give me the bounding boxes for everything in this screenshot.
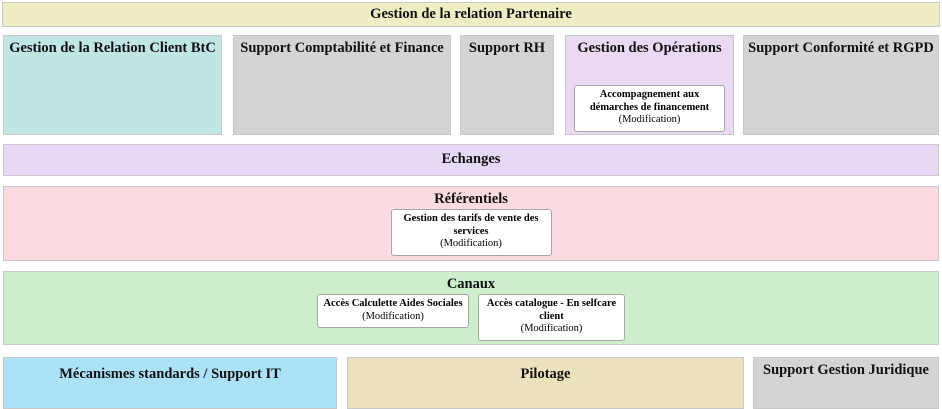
domain-box-label: Support Conformité et RGPD <box>748 40 934 56</box>
layer-band-label: Echanges <box>441 151 501 167</box>
layer-band-referentiels[interactable]: Référentiels Gestion des tarifs de vente… <box>3 186 939 261</box>
support-box-mecanismes-standards-support-it[interactable]: Mécanismes standards / Support IT <box>3 357 337 409</box>
header-band-gestion-de-la-relation-partenaire[interactable]: Gestion de la relation Partenaire <box>2 2 940 27</box>
capability-card-title: Accès catalogue - En selfcare client <box>486 298 617 322</box>
card-group: Accompagnement aux démarches de financem… <box>566 85 733 132</box>
capability-card-acces-calculette-aides-sociales[interactable]: Accès Calculette Aides Sociales (Modific… <box>317 294 469 328</box>
card-group: Gestion des tarifs de vente des services… <box>4 209 938 256</box>
card-group: Accès Calculette Aides Sociales (Modific… <box>4 294 938 341</box>
capability-card-acces-catalogue-en-selfcare-client[interactable]: Accès catalogue - En selfcare client (Mo… <box>478 294 625 341</box>
capability-card-title: Accompagnement aux démarches de financem… <box>589 89 710 113</box>
capability-card-state: (Modification) <box>362 310 424 322</box>
layer-band-canaux[interactable]: Canaux Accès Calculette Aides Sociales (… <box>3 271 939 345</box>
domain-box-label: Support Comptabilité et Finance <box>240 40 444 56</box>
support-box-label: Mécanismes standards / Support IT <box>59 366 281 382</box>
support-box-pilotage[interactable]: Pilotage <box>347 357 744 409</box>
layer-band-label: Référentiels <box>434 191 508 207</box>
domain-box-support-rh[interactable]: Support RH <box>460 35 554 135</box>
layer-band-label: Canaux <box>446 276 496 292</box>
capability-card-title: Gestion des tarifs de vente des services <box>403 213 539 237</box>
capability-card-gestion-des-tarifs-de-vente-des-services[interactable]: Gestion des tarifs de vente des services… <box>390 209 552 256</box>
capability-card-accompagnement-aux-demarches-de-financement[interactable]: Accompagnement aux démarches de financem… <box>574 85 725 132</box>
domain-box-gestion-des-operations[interactable]: Gestion des Opérations Accompagnement au… <box>565 35 734 135</box>
capability-card-state: (Modification) <box>520 323 583 334</box>
header-band-label: Gestion de la relation Partenaire <box>370 6 572 22</box>
support-box-label: Support Gestion Juridique <box>763 362 929 378</box>
capability-card-title: Accès Calculette Aides Sociales <box>323 298 463 309</box>
support-box-label: Pilotage <box>520 366 571 382</box>
domain-box-gestion-de-la-relation-client-btc[interactable]: Gestion de la Relation Client BtC <box>3 35 222 135</box>
domain-box-label: Gestion des Opérations <box>577 40 722 56</box>
domain-box-support-comptabilite-et-finance[interactable]: Support Comptabilité et Finance <box>233 35 451 135</box>
capability-card-state: (Modification) <box>618 114 681 125</box>
domain-box-support-conformite-et-rgpd[interactable]: Support Conformité et RGPD <box>743 35 939 135</box>
domain-box-label: Support RH <box>468 40 546 56</box>
layer-band-echanges[interactable]: Echanges <box>3 144 939 176</box>
domain-box-label: Gestion de la Relation Client BtC <box>9 40 216 56</box>
support-box-support-gestion-juridique[interactable]: Support Gestion Juridique <box>753 357 939 409</box>
capability-card-state: (Modification) <box>440 238 502 249</box>
